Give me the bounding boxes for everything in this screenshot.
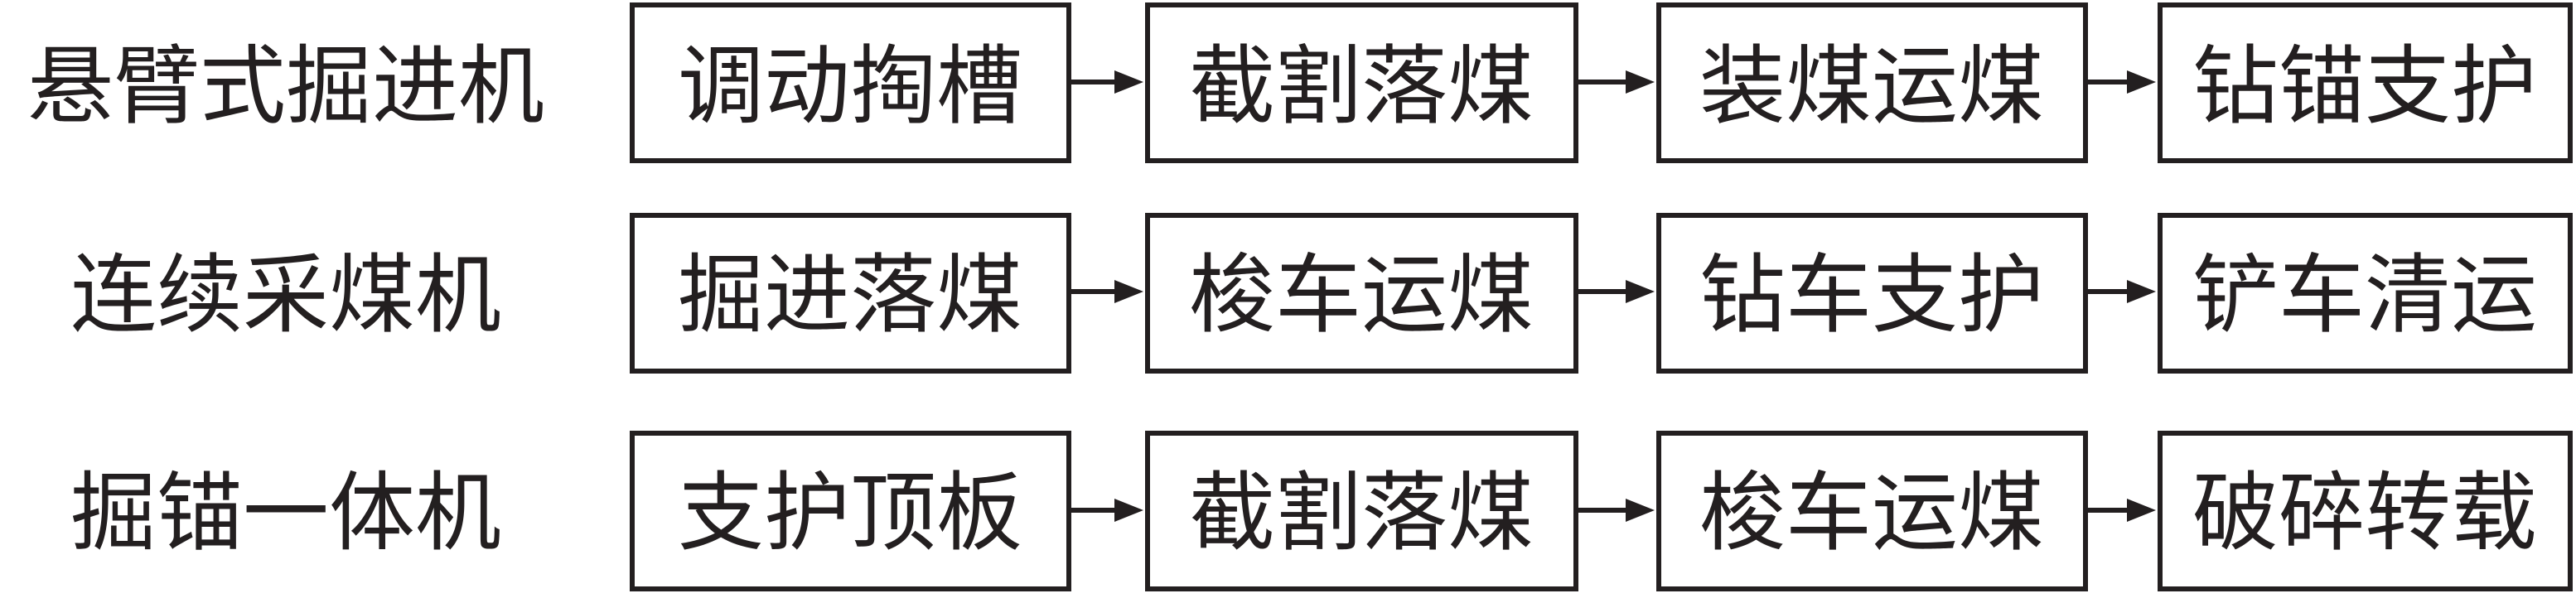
step-box: 钻锚支护 [2158, 2, 2573, 163]
flow-arrow [2085, 70, 2156, 94]
step-label: 支护顶板 [678, 462, 1022, 563]
flow-arrow [1069, 70, 1143, 94]
step-label: 截割落煤 [1189, 462, 1534, 563]
step-label: 铲车清运 [2192, 244, 2537, 345]
flow-row-bolter-miner: 掘锚一体机 支护顶板 截割落煤 梭车运煤 破碎转载 [70, 431, 2573, 591]
flow-arrow [1576, 499, 1655, 522]
flow-arrow [1576, 280, 1655, 303]
row-label: 悬臂式掘进机 [27, 36, 544, 137]
step-box: 钻车支护 [1656, 213, 2088, 374]
flow-row-continuous-miner: 连续采煤机 掘进落煤 梭车运煤 钻车支护 铲车清运 [70, 213, 2573, 374]
step-box: 截割落煤 [1145, 431, 1578, 591]
flow-row-cantilever-roadheader: 悬臂式掘进机 调动掏槽 截割落煤 装煤运煤 钻锚支护 [27, 2, 2573, 163]
step-box: 破碎转载 [2158, 431, 2573, 591]
flow-arrow [1069, 280, 1143, 303]
step-label: 钻车支护 [1699, 244, 2044, 345]
row-label: 掘锚一体机 [70, 462, 501, 563]
step-box: 梭车运煤 [1145, 213, 1578, 374]
step-box: 掘进落煤 [630, 213, 1071, 374]
row-label: 连续采煤机 [70, 244, 501, 345]
step-label: 破碎转载 [2192, 462, 2537, 563]
flow-arrow [1069, 499, 1143, 522]
step-box: 梭车运煤 [1656, 431, 2088, 591]
step-label: 截割落煤 [1189, 36, 1534, 137]
step-label: 梭车运煤 [1189, 244, 1534, 345]
step-label: 调动掏槽 [678, 36, 1022, 137]
step-box: 调动掏槽 [630, 2, 1071, 163]
step-label: 梭车运煤 [1699, 462, 2044, 563]
step-label: 掘进落煤 [678, 244, 1022, 345]
step-label: 钻锚支护 [2192, 36, 2537, 137]
flow-arrow [1576, 70, 1655, 94]
step-box: 装煤运煤 [1656, 2, 2088, 163]
step-box: 支护顶板 [630, 431, 1071, 591]
step-box: 铲车清运 [2158, 213, 2573, 374]
step-box: 截割落煤 [1145, 2, 1578, 163]
flow-arrow [2085, 280, 2156, 303]
flow-arrow [2085, 499, 2156, 522]
step-label: 装煤运煤 [1699, 36, 2044, 137]
